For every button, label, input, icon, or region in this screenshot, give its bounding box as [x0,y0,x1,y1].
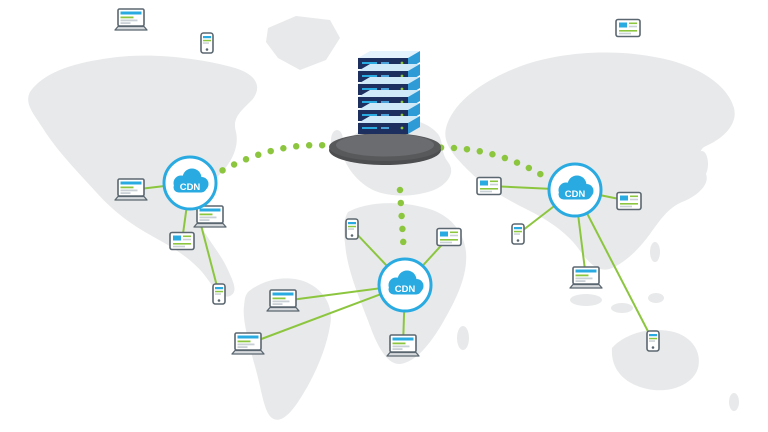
continent-greenland [266,16,340,70]
region-madagascar [457,326,469,350]
access-link [574,189,654,342]
tablet-icon [169,231,195,251]
cdn-label: CDN [395,284,416,295]
region-philippines [650,242,660,262]
phone-icon [511,223,525,245]
laptop-icon [568,266,604,290]
cloud-icon [173,168,209,193]
phone-icon [200,32,214,54]
laptop-icon [385,334,421,358]
continent-australia [611,329,699,391]
laptop-icon [113,8,149,32]
cdn-label: CDN [565,189,586,200]
region-japan [696,151,708,177]
origin-server-icon [329,51,441,165]
region-indonesia-3 [648,293,664,303]
region-indonesia-2 [611,303,633,313]
continent-south-america [243,278,331,420]
phone-icon [646,330,660,352]
tablet-icon [615,18,641,38]
backbone-link [424,144,554,184]
cdn-node-icon: CDN [376,256,434,314]
region-new-zealand [729,393,739,411]
cloud-icon [558,175,594,200]
access-link [247,284,406,345]
phone-icon [345,218,359,240]
cdn-node-icon: CDN [546,161,604,219]
laptop-icon [113,178,149,202]
tablet-icon [616,191,642,211]
cdn-label: CDN [180,182,201,193]
phone-icon [212,283,226,305]
continent-asia [445,52,735,270]
tablet-icon [476,176,502,196]
tablet-icon [436,227,462,247]
cdn-node-icon: CDN [161,154,219,212]
region-indonesia-1 [570,294,602,306]
laptop-icon [265,289,301,313]
laptop-icon [192,205,228,229]
backbone-link [396,186,408,258]
cloud-icon [388,270,424,295]
laptop-icon [230,332,266,356]
continent-north-america [28,55,258,297]
server-units [358,51,420,134]
